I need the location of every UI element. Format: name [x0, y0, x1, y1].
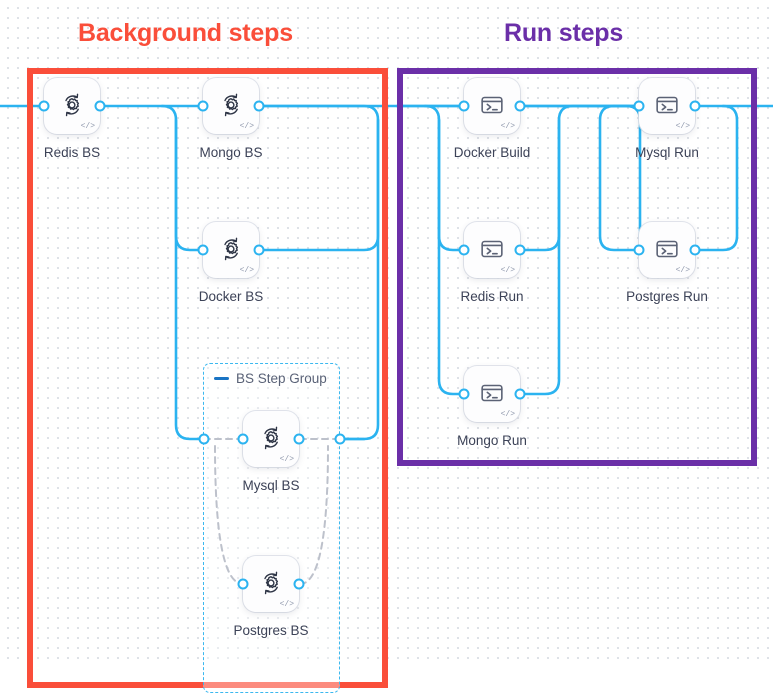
port-output-docker-bs[interactable]: [253, 244, 265, 256]
code-icon[interactable]: </>: [500, 122, 515, 131]
wire-layer: [0, 104, 773, 441]
code-icon[interactable]: </>: [500, 266, 515, 275]
port-group-output[interactable]: [334, 433, 346, 445]
gear-refresh-icon: [224, 237, 239, 260]
port-input-docker-build[interactable]: [458, 100, 470, 112]
terminal-icon: [481, 240, 503, 257]
port-input-postgres-bs[interactable]: [237, 578, 249, 590]
port-output-docker-build[interactable]: [514, 100, 526, 112]
port-input-redis-bs[interactable]: [38, 100, 50, 112]
node-postgres-bs[interactable]: </>: [243, 556, 299, 612]
node-redis-bs[interactable]: </>: [44, 78, 100, 134]
background-steps-title: Background steps: [78, 19, 293, 47]
code-icon[interactable]: </>: [279, 600, 294, 609]
terminal-icon: [481, 96, 503, 113]
wire-group-in-to-postgres-bs: [214, 445, 244, 585]
node-label-docker-build: Docker Build: [453, 145, 531, 160]
port-group-input[interactable]: [198, 433, 210, 445]
terminal-icon: [656, 240, 678, 257]
wire-mysql-run-branch: [693, 104, 739, 252]
port-output-postgres-run[interactable]: [689, 244, 701, 256]
code-icon[interactable]: </>: [675, 122, 690, 131]
node-mysql-bs[interactable]: </>: [243, 411, 299, 467]
port-output-redis-bs[interactable]: [94, 100, 106, 112]
node-docker-bs[interactable]: </>: [203, 222, 259, 278]
code-icon[interactable]: </>: [675, 266, 690, 275]
port-input-mongo-bs[interactable]: [197, 100, 209, 112]
wire-run-left-trunk-2: [437, 118, 467, 396]
terminal-icon: [481, 384, 503, 401]
node-label-mongo-run: Mongo Run: [457, 433, 527, 448]
code-icon[interactable]: </>: [279, 455, 294, 464]
gear-refresh-icon: [264, 571, 279, 594]
wire-mysql-col-trunk: [598, 104, 642, 252]
node-label-postgres-run: Postgres Run: [626, 289, 708, 304]
terminal-icon: [656, 96, 678, 113]
node-label-mysql-run: Mysql Run: [635, 145, 699, 160]
node-label-docker-bs: Docker BS: [198, 289, 264, 304]
node-layer: </> Redis BS </> Mongo BS </> Docker BS </>…: [38, 78, 708, 638]
port-output-mongo-bs[interactable]: [253, 100, 265, 112]
node-label-redis-run: Redis Run: [460, 289, 524, 304]
port-input-mysql-run[interactable]: [633, 100, 645, 112]
port-output-mongo-run[interactable]: [514, 388, 526, 400]
node-postgres-run[interactable]: </>: [639, 222, 695, 278]
node-mysql-run[interactable]: </>: [639, 78, 695, 134]
run-steps-title: Run steps: [504, 19, 624, 47]
node-mongo-bs[interactable]: </>: [203, 78, 259, 134]
port-output-mysql-bs[interactable]: [293, 433, 305, 445]
wire-trunk-down-to-group: [174, 118, 206, 441]
collapse-dash-icon[interactable]: [214, 377, 229, 380]
port-output-redis-run[interactable]: [514, 244, 526, 256]
code-icon[interactable]: </>: [500, 410, 515, 419]
node-docker-build[interactable]: </>: [464, 78, 520, 134]
node-label-mongo-bs: Mongo BS: [199, 145, 263, 160]
port-input-mysql-bs[interactable]: [237, 433, 249, 445]
wire-mongo-run-out: [518, 118, 561, 396]
port-output-postgres-bs[interactable]: [293, 578, 305, 590]
group-wire-layer: [203, 438, 341, 585]
port-output-mysql-run[interactable]: [689, 100, 701, 112]
port-input-docker-bs[interactable]: [197, 244, 209, 256]
node-label-mysql-bs: Mysql BS: [242, 478, 300, 493]
code-icon[interactable]: </>: [239, 266, 254, 275]
node-label-redis-bs: Redis BS: [43, 145, 101, 160]
gear-refresh-icon: [224, 93, 239, 116]
code-icon[interactable]: </>: [239, 122, 254, 131]
wire-postgres-bs-to-group-out: [299, 445, 329, 585]
node-label-postgres-bs: Postgres BS: [233, 623, 309, 638]
port-input-mongo-run[interactable]: [458, 388, 470, 400]
region-run-steps: [397, 68, 757, 466]
gear-refresh-icon: [264, 426, 279, 449]
gear-refresh-icon: [65, 93, 80, 116]
code-icon[interactable]: </>: [80, 122, 95, 131]
port-input-postgres-run[interactable]: [633, 244, 645, 256]
port-input-redis-run[interactable]: [458, 244, 470, 256]
bs-step-group-label: BS Step Group: [236, 371, 327, 386]
bs-step-group-header: BS Step Group: [214, 371, 327, 386]
node-redis-run[interactable]: </>: [464, 222, 520, 278]
node-mongo-run[interactable]: </>: [464, 366, 520, 422]
wire-docker-bs-out: [257, 118, 380, 252]
